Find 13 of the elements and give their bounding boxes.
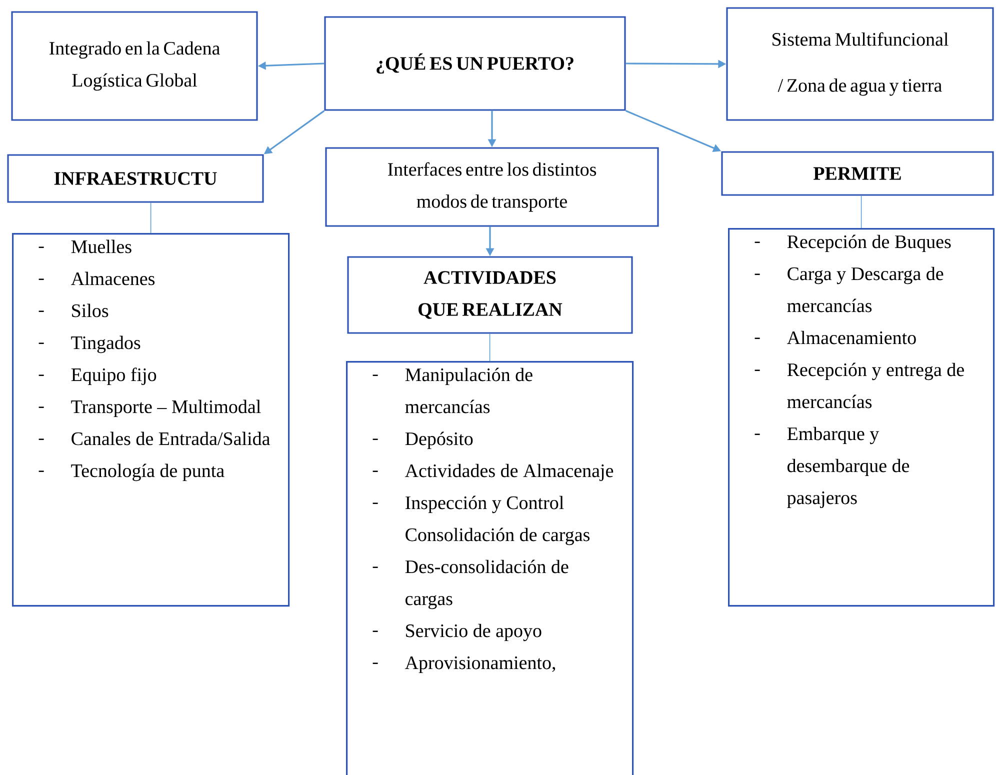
text-box: Interfaces entre los distintos modos de transporte: [325, 147, 659, 227]
connector-line: [489, 333, 490, 362]
title-box: ¿QUÉ ES UN PUERTO?: [324, 16, 626, 111]
connector-line: [150, 202, 152, 234]
heading-box: INFRAESTRUCTU: [7, 154, 264, 203]
list-box: Recepción de Buques Carga y Descarga de mercancías Almacenamiento Recepción y entrega de mercancías Embarque y desembarque de pasajeros: [728, 228, 995, 607]
heading-box: PERMITE: [721, 151, 994, 196]
list-box: Muelles Almacenes Silos Tingados Equipo fijo Transporte – Multimodal Canales de Entrada/Salida Tecnología de punta: [12, 233, 290, 607]
text-box: Sistema Multifuncional / Zona de agua y tierra: [726, 7, 994, 121]
text-box: Integrado en la Cadena Logística Global: [11, 11, 258, 121]
connector-line: [860, 195, 862, 228]
heading-box: ACTIVIDADES QUE REALIZAN: [347, 256, 633, 334]
list-box: Manipulación de mercancías Depósito Actividades de Almacenaje Inspección y Control Consolidación de cargas Des-consolidación de cargas Servicio de apoyo Aprovisionamiento,: [346, 361, 634, 775]
